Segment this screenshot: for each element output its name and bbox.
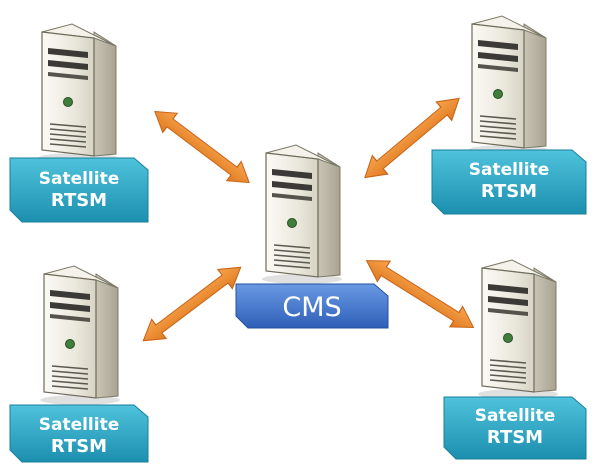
satellite-label-box: Satellite RTSM bbox=[9, 404, 149, 463]
satellite-node-bottom-left: Satellite RTSM bbox=[9, 265, 149, 463]
satellite-label-line2: RTSM bbox=[51, 436, 107, 457]
cms-label-box: CMS bbox=[235, 283, 389, 329]
bidirectional-arrow-icon bbox=[147, 101, 257, 193]
satellite-node-top-left: Satellite RTSM bbox=[9, 23, 149, 223]
bidirectional-arrow-icon bbox=[135, 257, 249, 351]
server-tower-icon bbox=[261, 144, 343, 285]
satellite-label-box: Satellite RTSM bbox=[443, 396, 587, 460]
satellite-label-line1: Satellite bbox=[39, 169, 120, 189]
satellite-label-line2: RTSM bbox=[51, 190, 107, 211]
server-tower-icon bbox=[37, 23, 119, 164]
satellite-label-line1: Satellite bbox=[475, 406, 556, 426]
server-tower-icon bbox=[477, 259, 559, 400]
satellite-label-box: Satellite RTSM bbox=[431, 149, 587, 215]
satellite-node-bottom-right: Satellite RTSM bbox=[443, 259, 587, 460]
satellite-label-line1: Satellite bbox=[469, 160, 550, 180]
satellite-label-line1: Satellite bbox=[39, 415, 120, 435]
cms-hub-node: CMS bbox=[235, 144, 389, 329]
connector-arrow-top-left bbox=[147, 101, 257, 193]
cms-label: CMS bbox=[282, 292, 341, 323]
connector-arrow-bottom-left bbox=[135, 257, 249, 351]
satellite-label-box: Satellite RTSM bbox=[9, 157, 149, 223]
satellite-label-line2: RTSM bbox=[481, 181, 537, 202]
satellite-node-top-right: Satellite RTSM bbox=[431, 15, 587, 215]
server-tower-icon bbox=[39, 265, 121, 406]
server-tower-icon bbox=[467, 15, 549, 156]
satellite-label-line2: RTSM bbox=[487, 427, 543, 448]
